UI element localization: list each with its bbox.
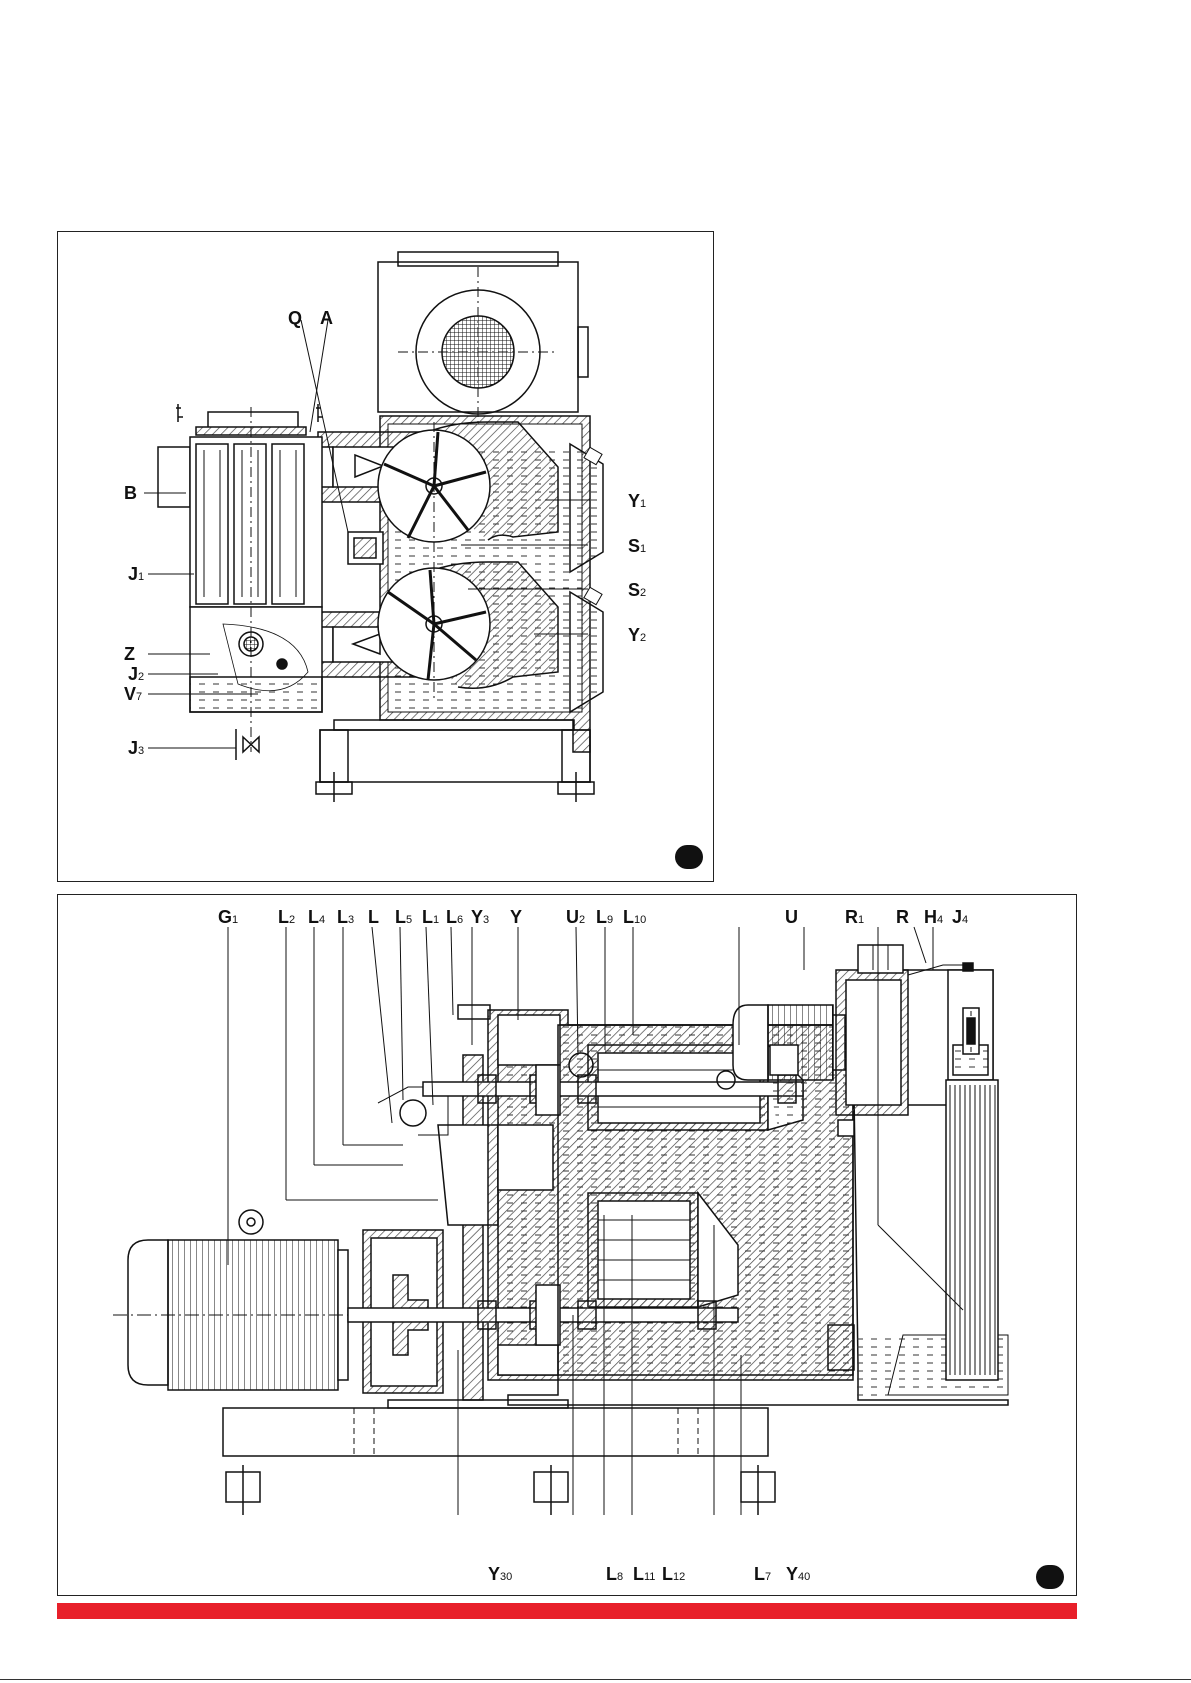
accent-bar <box>57 1603 1077 1619</box>
label-B: B <box>124 483 137 503</box>
figure-badge <box>675 845 703 869</box>
oil-separator-filter <box>158 404 323 760</box>
label-U: U <box>785 907 798 927</box>
label-L9: L9 <box>596 907 613 927</box>
label-L6: L6 <box>446 907 463 927</box>
label-L2: L2 <box>278 907 295 927</box>
label-J3: J3 <box>128 738 144 758</box>
label-Y2: Y2 <box>628 625 646 645</box>
label-Y1: Y1 <box>628 491 646 511</box>
filter-cartridge <box>946 963 998 1380</box>
label-J2: J2 <box>128 664 144 684</box>
pump-front-section-drawing: Q A B J1 Z J2 V7 J3 Y1 S1 S2 Y2 <box>58 232 715 883</box>
label-S1: S1 <box>628 536 646 556</box>
label-Q: Q <box>288 308 302 328</box>
gear-housing <box>363 1005 498 1400</box>
label-L5: L5 <box>395 907 412 927</box>
label-R: R <box>896 907 909 927</box>
label-L8: L8 <box>606 1564 623 1584</box>
label-R1: R1 <box>845 907 864 927</box>
label-Y3: Y3 <box>471 907 489 927</box>
pump-side-section-drawing: G1 L2 L4 L3 L L5 L1 L6 Y3 Y U2 L9 L10 U … <box>58 895 1078 1597</box>
rotor-upper <box>378 422 558 542</box>
label-Z: Z <box>124 644 135 664</box>
label-V7: V7 <box>124 684 142 704</box>
label-Y: Y <box>510 907 522 927</box>
figure-top-frame: Q A B J1 Z J2 V7 J3 Y1 S1 S2 Y2 <box>57 231 714 882</box>
figure-badge <box>1036 1565 1064 1589</box>
label-U2: U2 <box>566 907 585 927</box>
label-J4: J4 <box>952 907 968 927</box>
label-Y30: Y30 <box>488 1564 512 1584</box>
label-Y40: Y40 <box>786 1564 810 1584</box>
label-L4: L4 <box>308 907 325 927</box>
page-bottom-rule <box>0 1679 1191 1680</box>
label-L12: L12 <box>662 1564 685 1584</box>
rotor-lower <box>378 562 558 688</box>
label-S2: S2 <box>628 580 646 600</box>
label-L7: L7 <box>754 1564 771 1584</box>
label-L: L <box>368 907 379 927</box>
label-L3: L3 <box>337 907 354 927</box>
machine-base <box>223 1400 775 1515</box>
label-J1: J1 <box>128 564 144 584</box>
label-A: A <box>320 308 333 328</box>
label-L1: L1 <box>422 907 439 927</box>
label-L11: L11 <box>633 1564 655 1584</box>
label-H4: H4 <box>924 907 943 927</box>
label-L10: L10 <box>623 907 646 927</box>
pump-base <box>316 720 594 802</box>
figure-bottom-frame: G1 L2 L4 L3 L L5 L1 L6 Y3 Y U2 L9 L10 U … <box>57 894 1077 1596</box>
label-G1: G1 <box>218 907 238 927</box>
top-fan-housing <box>378 252 588 432</box>
